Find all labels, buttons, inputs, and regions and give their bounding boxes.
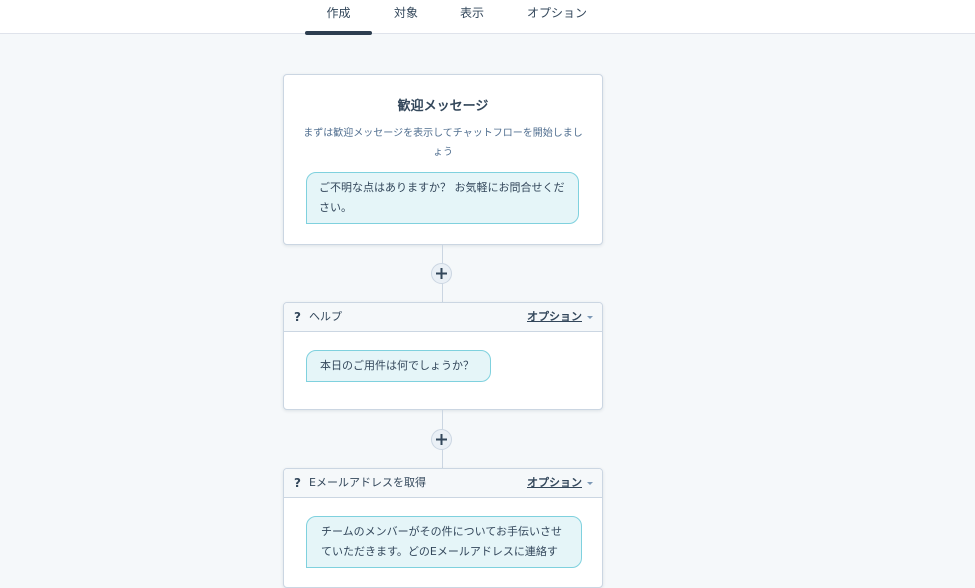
step-header: ? Eメールアドレスを取得 オプション [284,469,602,498]
plus-icon [436,434,447,445]
chevron-down-icon [587,481,593,485]
step-header: ? ヘルプ オプション [284,303,602,332]
add-step-button[interactable] [431,263,452,284]
tab-options-label: オプション [526,6,587,20]
chatflow-canvas: 歓迎メッセージ まずは歓迎メッセージを表示してチャットフローを開始しましょう ご… [0,34,975,588]
step-options-dropdown[interactable]: オプション [527,303,593,331]
tab-build[interactable]: 作成 [305,0,372,35]
step-options-dropdown[interactable]: オプション [527,469,593,497]
question-icon: ? [294,310,301,324]
welcome-message-card[interactable]: 歓迎メッセージ まずは歓迎メッセージを表示してチャットフローを開始しましょう ご… [283,74,603,245]
tab-display-label: 表示 [459,6,484,20]
welcome-title: 歓迎メッセージ [397,99,489,114]
builder-tab-bar: 作成 対象 表示 オプション [0,0,975,35]
tab-options[interactable]: オプション [520,0,594,33]
plus-icon [436,268,447,279]
step-options-label: オプション [527,310,582,323]
step-bubble: チームのメンバーがその件についてお手伝いさせていただきます。どのEメールアドレス… [306,516,582,568]
step-bubble: 本日のご用件は何でしょうか？ [306,350,491,382]
welcome-description: まずは歓迎メッセージを表示してチャットフローを開始しましょう [303,128,583,158]
welcome-bubble: ご不明な点はありますか？ お気軽にお問合せください。 [306,172,579,224]
tab-target[interactable]: 対象 [385,0,427,33]
question-icon: ? [294,476,301,490]
tab-target-label: 対象 [393,6,418,20]
step-card-email[interactable]: ? Eメールアドレスを取得 オプション チームのメンバーがその件についてお手伝い… [283,468,603,588]
step-title: Eメールアドレスを取得 [309,476,426,489]
tab-build-label: 作成 [326,6,351,20]
tab-display[interactable]: 表示 [451,0,493,33]
step-card-help[interactable]: ? ヘルプ オプション 本日のご用件は何でしょうか？ [283,302,603,410]
step-options-label: オプション [527,476,582,489]
chevron-down-icon [587,315,593,319]
step-title: ヘルプ [309,310,342,323]
add-step-button[interactable] [431,429,452,450]
